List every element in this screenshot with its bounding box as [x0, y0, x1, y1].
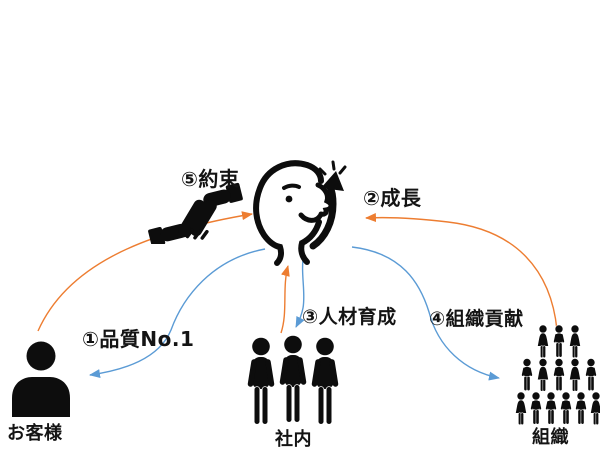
entity-label-internal: 社内	[275, 429, 312, 450]
customer-icon	[12, 341, 70, 417]
head-growth-icon	[253, 160, 347, 266]
label-growth: ②成長	[363, 186, 422, 210]
label-hr-development: ③人材育成	[302, 306, 397, 328]
smile	[298, 212, 323, 223]
internal-group-icon	[246, 335, 340, 425]
eyebrow	[282, 183, 301, 190]
eye	[285, 195, 293, 203]
arrow-organization-to-center	[365, 213, 558, 331]
label-promise: ⑤約束	[181, 167, 240, 191]
arrow-center-to-organization	[351, 246, 500, 381]
organization-crowd-icon	[515, 325, 600, 425]
arrow-center-to-internal	[295, 252, 305, 328]
handshake-icon	[148, 182, 243, 244]
arrow-internal-to-center	[280, 265, 290, 334]
arrow-customer-to-center	[37, 211, 253, 332]
sparkle	[318, 160, 347, 176]
entity-label-organization: 組織	[532, 427, 569, 448]
entity-label-customer: お客様	[7, 423, 63, 444]
growth-arrowhead	[321, 171, 344, 191]
growth-arrow-shaft	[309, 183, 337, 250]
label-quality-no1: ①品質No.1	[82, 327, 195, 351]
label-org-contribution: ④組織貢献	[429, 308, 524, 330]
arrow-center-to-customer	[89, 248, 266, 378]
